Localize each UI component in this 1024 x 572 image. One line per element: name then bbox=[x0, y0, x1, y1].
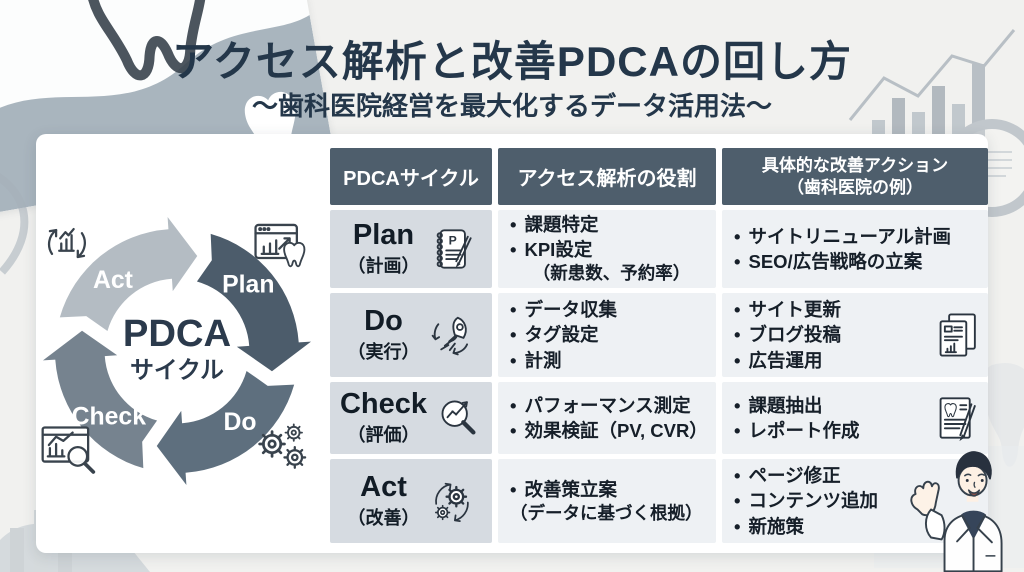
role-cell-check: パフォーマンス測定 効果検証（PV, CVR） bbox=[498, 382, 716, 454]
dentist-presenting-illustration bbox=[910, 451, 1003, 572]
action-item: 新施策 bbox=[734, 514, 980, 539]
ring-segment-plan bbox=[196, 233, 312, 372]
phase-name: Do bbox=[364, 305, 403, 338]
page-title: アクセス解析と改善PDCAの回し方 bbox=[172, 38, 852, 85]
role-cell-plan: 課題特定 KPI設定 （新患数、予約率） bbox=[498, 210, 716, 288]
analytics-tooth-icon bbox=[254, 223, 306, 268]
action-item: 課題抽出 bbox=[734, 393, 928, 418]
role-cell-do: データ収集 タグ設定 計測 bbox=[498, 293, 716, 377]
phase-ja: （改善） bbox=[347, 507, 420, 528]
page-subtitle: 〜歯科医院経営を最大化するデータ活用法〜 bbox=[251, 91, 772, 121]
growth-cycle-icon bbox=[47, 227, 86, 259]
dental-report-icon bbox=[939, 397, 976, 442]
role-item: 改善策立案 bbox=[510, 477, 708, 502]
cycle-label-plan: Plan bbox=[222, 271, 274, 298]
report-document-icon bbox=[939, 313, 976, 357]
action-cell-do: サイト更新 ブログ投稿 広告運用 bbox=[722, 293, 988, 377]
phase-name: Check bbox=[339, 388, 428, 421]
phase-name: Plan bbox=[352, 219, 415, 252]
phase-cell-act: Act （改善） bbox=[330, 459, 492, 543]
action-cell-plan: サイトリニューアル計画 SEO/広告戦略の立案 bbox=[722, 210, 988, 288]
phase-ja: （計画） bbox=[347, 255, 420, 276]
role-item-note: （新患数、予約率） bbox=[532, 263, 691, 284]
action-cell-check: 課題抽出 レポート作成 bbox=[722, 382, 988, 454]
action-item: ブログ投稿 bbox=[734, 322, 928, 347]
table-header-improvement-actions: 具体的な改善アクション （歯科医院の例） bbox=[722, 148, 988, 205]
action-item: ページ修正 bbox=[734, 463, 980, 488]
role-item: パフォーマンス測定 bbox=[510, 393, 708, 418]
phase-name: Act bbox=[360, 471, 407, 504]
notebook-letter: P bbox=[448, 234, 456, 248]
ring-segment-act bbox=[59, 216, 198, 332]
ring-segment-do bbox=[156, 370, 295, 486]
phase-ja: （実行） bbox=[347, 341, 420, 362]
gears-cycle-icon bbox=[434, 482, 469, 522]
chart-magnifier-icon bbox=[41, 426, 96, 474]
phase-cell-do: Do （実行） bbox=[330, 293, 492, 377]
phase-cell-plan: Plan （計画） P bbox=[330, 210, 492, 288]
action-item: 広告運用 bbox=[734, 348, 928, 373]
phase-cell-check: Check （評価） bbox=[330, 382, 492, 454]
pdca-cycle-diagram: Act Plan Check Do PDCA サイクル bbox=[41, 216, 312, 486]
cycle-center-subtitle: サイクル bbox=[130, 357, 224, 384]
role-item: 効果検証（PV, CVR） bbox=[510, 418, 708, 443]
table-header-analysis-role: アクセス解析の役割 bbox=[498, 148, 716, 205]
action-item: SEO/広告戦略の立案 bbox=[734, 249, 980, 274]
rocket-icon bbox=[431, 316, 468, 356]
role-item-note: （データに基づく根拠） bbox=[510, 502, 703, 523]
action-item: レポート作成 bbox=[734, 418, 928, 443]
notebook-pencil-icon: P bbox=[436, 229, 472, 269]
role-item: データ収集 bbox=[510, 297, 708, 322]
cycle-label-act: Act bbox=[93, 267, 133, 294]
role-item: 課題特定 bbox=[510, 212, 708, 237]
ring-segment-check bbox=[42, 330, 158, 469]
cycle-label-check: Check bbox=[72, 404, 147, 431]
pdca-table: PDCAサイクル アクセス解析の役割 具体的な改善アクション （歯科医院の例） … bbox=[330, 148, 988, 543]
magnifier-chart-icon bbox=[441, 400, 476, 435]
header-line2: （歯科医院の例） bbox=[787, 177, 923, 197]
action-item: サイトリニューアル計画 bbox=[734, 224, 980, 249]
action-item: コンテンツ追加 bbox=[734, 488, 980, 513]
cycle-label-do: Do bbox=[224, 409, 257, 436]
header-line1: 具体的な改善アクション bbox=[761, 155, 949, 175]
table-header-pdca-cycle: PDCAサイクル bbox=[330, 148, 492, 205]
phase-ja: （評価） bbox=[347, 424, 420, 445]
gears-icon bbox=[258, 423, 307, 469]
action-item: サイト更新 bbox=[734, 297, 928, 322]
role-item: KPI設定 bbox=[510, 237, 708, 262]
cycle-center-title: PDCA bbox=[123, 312, 231, 355]
role-item: 計測 bbox=[510, 348, 708, 373]
role-item: タグ設定 bbox=[510, 322, 708, 347]
role-cell-act: 改善策立案 （データに基づく根拠） bbox=[498, 459, 716, 543]
